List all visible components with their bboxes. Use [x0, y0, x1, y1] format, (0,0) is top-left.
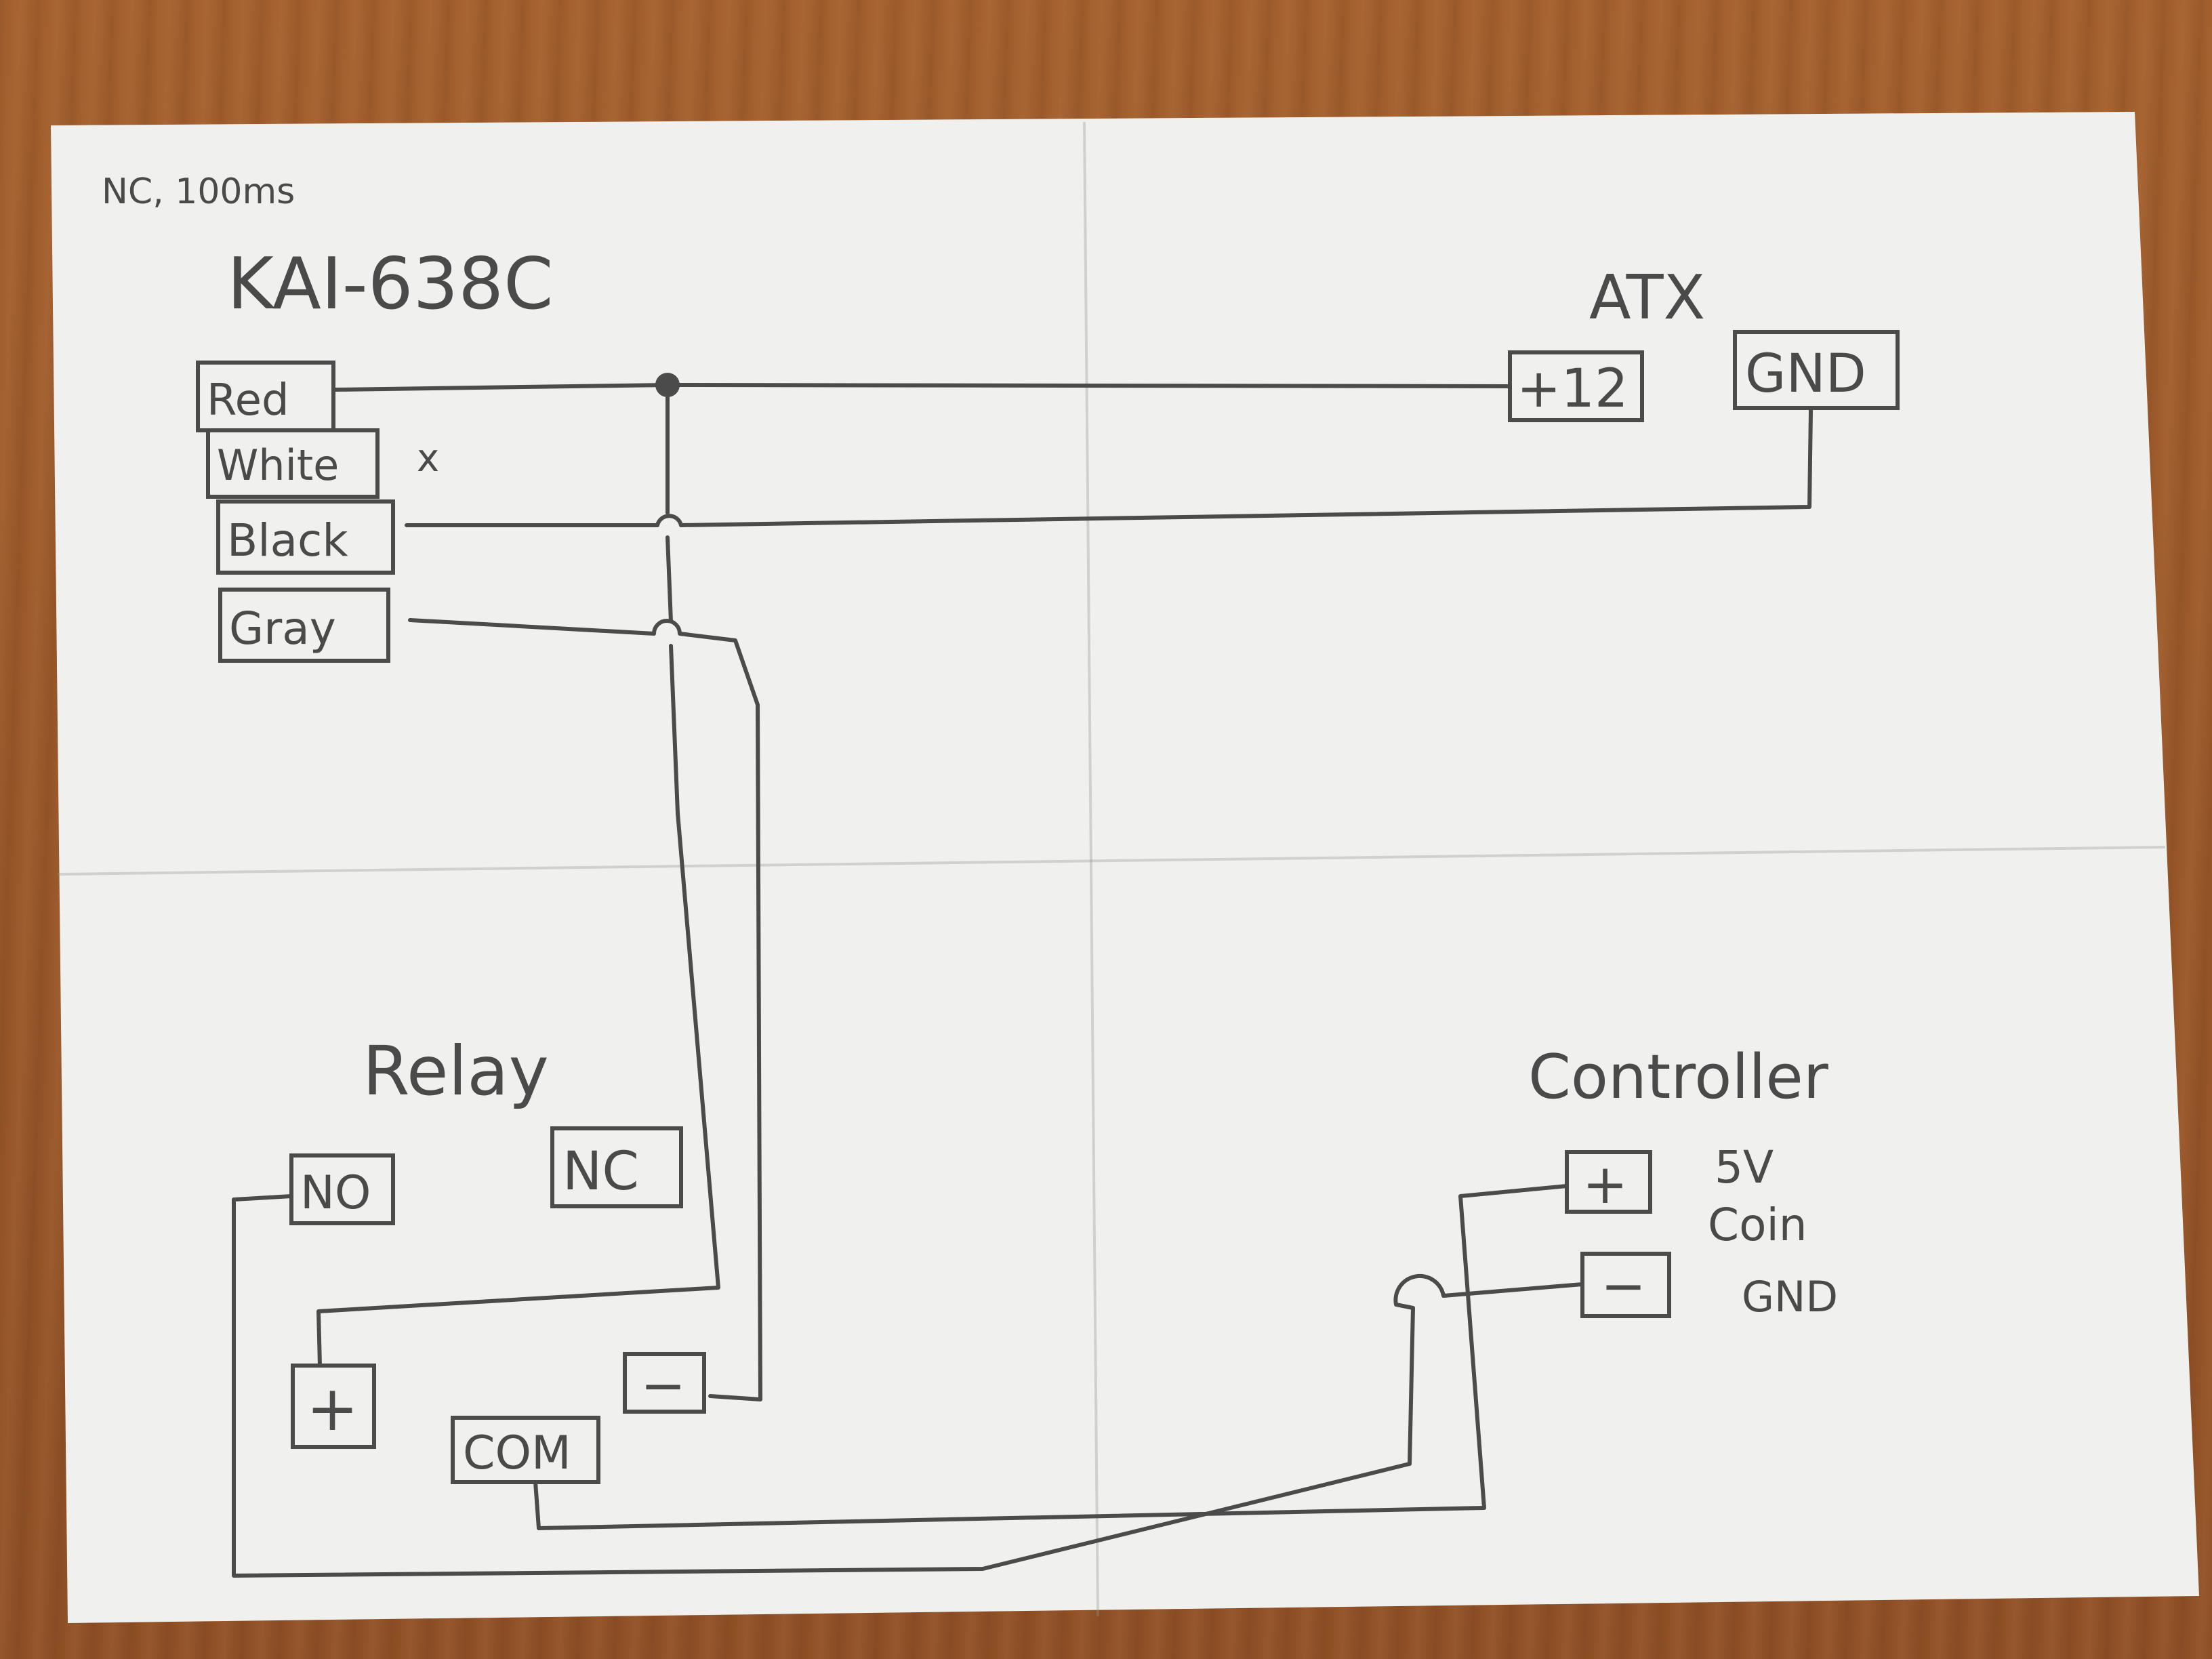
- sensor-pin-white-label: White: [217, 441, 339, 490]
- sensor-pin-red-label: Red: [207, 375, 289, 426]
- atx-pin-12v: +12: [1508, 350, 1644, 422]
- wire-com-to-controller-plus: [533, 1184, 1569, 1530]
- wire-no-to-controller-minus: [232, 1194, 1584, 1578]
- sensor-pin-gray: Gray: [218, 588, 390, 663]
- atx-title: ATX: [1589, 262, 1705, 333]
- relay-pin-no: NO: [289, 1153, 395, 1225]
- controller-pin-plus-label: +: [1582, 1153, 1628, 1216]
- paper-sheet: [51, 112, 2199, 1623]
- relay-pin-minus: −: [623, 1352, 706, 1417]
- relay-pin-nc: NC: [550, 1126, 683, 1208]
- note-text: NC, 100ms: [102, 171, 295, 212]
- relay-title: Relay: [363, 1031, 549, 1111]
- atx-pin-gnd-label: GND: [1745, 344, 1866, 405]
- controller-label-coin: Coin: [1708, 1199, 1807, 1251]
- relay-pin-minus-label: −: [640, 1354, 686, 1417]
- relay-pin-nc-label: NC: [562, 1141, 639, 1202]
- sensor-title: KAI-638C: [227, 243, 553, 325]
- sensor-pin-black: Black: [216, 499, 395, 575]
- controller-pin-minus: −: [1580, 1252, 1671, 1318]
- relay-pin-com-label: COM: [463, 1427, 571, 1480]
- wire-black-to-gnd: [405, 408, 1813, 527]
- controller-label-5v: 5V: [1715, 1141, 1774, 1193]
- sensor-pin-black-label: Black: [227, 514, 348, 567]
- fold-crease-horizontal: [57, 846, 2166, 876]
- controller-pin-minus-label: −: [1601, 1254, 1646, 1317]
- controller-label-gnd: GND: [1742, 1272, 1838, 1322]
- wire-trunk-to-relay-plus: [316, 383, 720, 1368]
- sensor-pin-gray-label: Gray: [229, 602, 336, 655]
- fold-crease-vertical: [1083, 121, 1099, 1617]
- relay-pin-com: COM: [451, 1416, 600, 1484]
- controller-title: Controller: [1528, 1042, 1828, 1113]
- relay-pin-plus-label: +: [306, 1372, 359, 1445]
- sensor-pin-red: Red: [196, 361, 335, 432]
- white-no-connect-mark: x: [417, 436, 439, 480]
- sensor-pin-white: White: [206, 428, 380, 499]
- relay-pin-no-label: NO: [300, 1166, 371, 1220]
- atx-pin-12v-label: +12: [1517, 359, 1629, 419]
- atx-pin-gnd: GND: [1733, 330, 1900, 410]
- controller-pin-plus: +: [1565, 1150, 1652, 1216]
- relay-pin-plus: +: [291, 1364, 376, 1449]
